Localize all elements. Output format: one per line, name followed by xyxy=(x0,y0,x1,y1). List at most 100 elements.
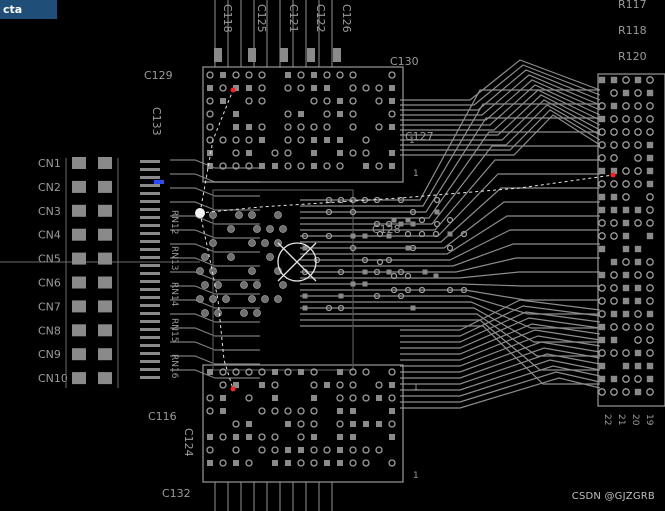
smd-pad xyxy=(389,124,395,130)
via xyxy=(310,459,318,467)
smd-pad xyxy=(362,269,368,275)
bga-ball xyxy=(266,225,274,233)
connector-pad xyxy=(98,348,112,361)
via xyxy=(258,407,266,415)
via xyxy=(390,272,398,280)
connector-pad xyxy=(72,276,86,289)
via xyxy=(310,123,318,131)
window-tab[interactable]: cta xyxy=(0,0,57,19)
trace xyxy=(400,84,601,126)
connector-label: CN1 xyxy=(38,157,61,170)
rn-pad xyxy=(140,224,160,227)
via xyxy=(232,162,240,170)
error-marker[interactable] xyxy=(230,87,236,93)
via xyxy=(206,110,214,118)
connector-label: CN3 xyxy=(38,205,61,218)
bga-ball xyxy=(279,225,287,233)
rn-pad xyxy=(140,368,160,371)
bga-ball xyxy=(201,253,209,261)
via xyxy=(219,162,227,170)
smd-pad xyxy=(598,362,606,370)
smd-pad xyxy=(298,447,304,453)
via xyxy=(598,310,606,318)
connector-label: CN9 xyxy=(38,348,61,361)
via xyxy=(206,71,214,79)
bga-ball xyxy=(240,309,248,317)
via xyxy=(349,244,357,252)
smd-pad xyxy=(598,323,606,331)
via xyxy=(622,128,630,136)
trace xyxy=(300,187,600,243)
via xyxy=(397,292,405,300)
via xyxy=(390,286,398,294)
trace xyxy=(400,341,601,373)
error-marker[interactable] xyxy=(610,172,616,178)
smd-pad xyxy=(376,395,382,401)
refdes-label: R118 xyxy=(618,24,647,37)
via xyxy=(373,268,381,276)
smd-pad xyxy=(391,217,397,223)
via xyxy=(375,97,383,105)
refdes-label: 22 xyxy=(602,414,612,425)
refdes-label: C122 xyxy=(314,4,327,33)
smd-pad xyxy=(311,72,317,78)
bga-ball xyxy=(201,281,209,289)
selected-pin-marker[interactable] xyxy=(195,208,205,218)
smd-pad xyxy=(598,375,606,383)
smd-pad xyxy=(350,421,356,427)
bga-connector-outline xyxy=(597,73,665,407)
via xyxy=(362,459,370,467)
via xyxy=(297,433,305,441)
selected-net-marker[interactable] xyxy=(154,180,164,184)
via xyxy=(646,388,654,396)
smd-pad xyxy=(233,434,239,440)
rn-pad xyxy=(140,336,160,339)
via xyxy=(258,84,266,92)
smd-pad xyxy=(634,297,642,305)
smd-pad xyxy=(207,150,213,156)
smd-pad xyxy=(610,102,618,110)
trace xyxy=(170,299,260,309)
watermark: CSDN @GJZGRB xyxy=(571,491,655,502)
rn-pad xyxy=(140,232,160,235)
rn-pad xyxy=(140,168,160,171)
via xyxy=(349,381,357,389)
via xyxy=(385,220,393,228)
trace xyxy=(300,307,600,343)
smd-pad xyxy=(337,98,343,104)
smd-pad xyxy=(207,460,213,466)
smd-pad xyxy=(350,233,356,239)
bga-ball xyxy=(248,211,256,219)
via xyxy=(634,375,642,383)
error-marker[interactable] xyxy=(230,386,236,392)
via xyxy=(634,141,642,149)
rn-pad xyxy=(140,240,160,243)
via xyxy=(646,206,654,214)
smd-pad xyxy=(246,124,252,130)
via xyxy=(336,394,344,402)
pad-grid xyxy=(196,71,654,467)
via xyxy=(336,162,344,170)
via xyxy=(362,136,370,144)
connector-pad xyxy=(72,204,86,217)
via xyxy=(310,97,318,105)
rn-pad xyxy=(140,312,160,315)
via xyxy=(349,123,357,131)
rn-pad xyxy=(140,208,160,211)
smd-pad xyxy=(302,293,308,299)
trace xyxy=(170,201,260,211)
via xyxy=(284,110,292,118)
smd-pad xyxy=(646,375,654,383)
via xyxy=(206,123,214,131)
trace xyxy=(300,283,600,287)
smd-pad xyxy=(259,163,265,169)
via xyxy=(349,446,357,454)
refdes-label: 1 xyxy=(413,169,419,179)
rn-label: RN12 xyxy=(169,210,179,234)
via xyxy=(206,446,214,454)
rn-pad xyxy=(140,248,160,251)
via xyxy=(375,84,383,92)
smd-pad xyxy=(311,163,317,169)
